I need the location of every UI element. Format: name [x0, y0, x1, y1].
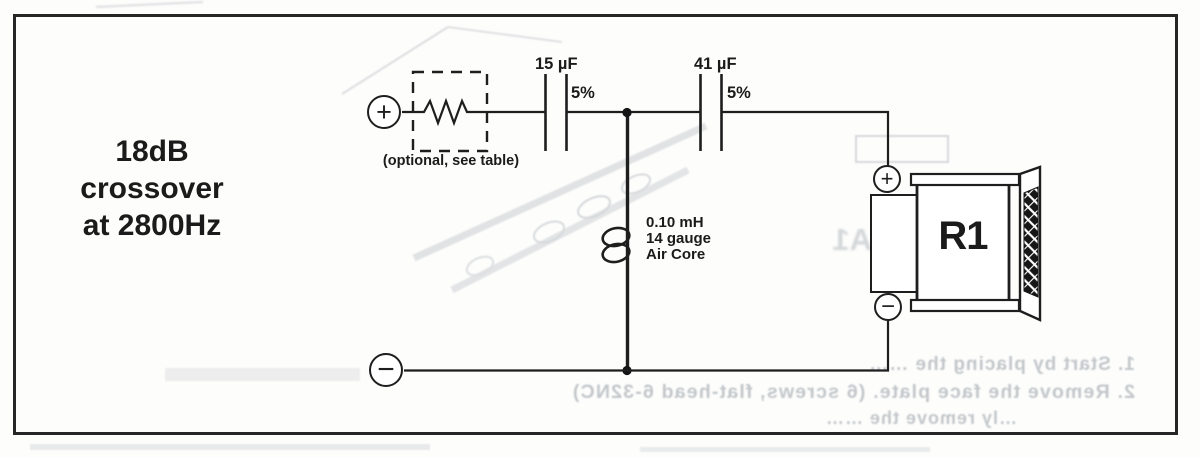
optional-resistor-icon: [402, 70, 545, 153]
diaphragm-hatch: [1023, 186, 1039, 298]
capacitor2-icon: [699, 74, 723, 151]
tweeter-driver-icon: [870, 165, 1042, 322]
junction-dot-top: [622, 107, 632, 118]
inductor-coil-icon: [601, 114, 631, 371]
wire-top-right: [722, 110, 890, 166]
capacitor1-icon: [544, 74, 568, 151]
wire-bottom: [404, 321, 890, 372]
